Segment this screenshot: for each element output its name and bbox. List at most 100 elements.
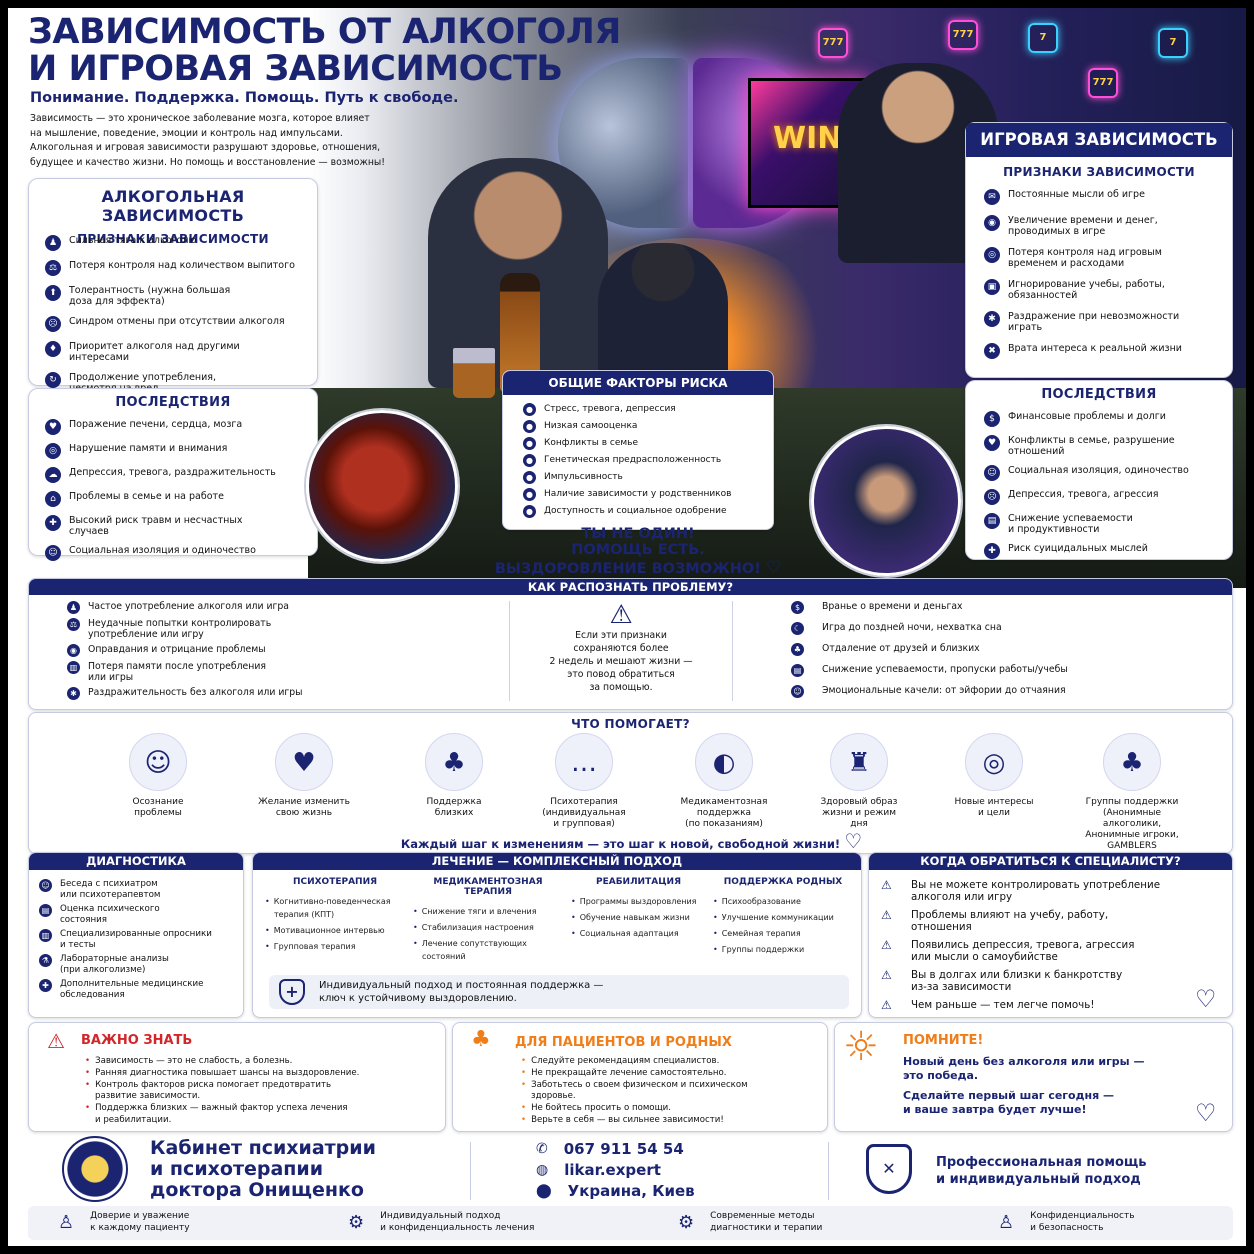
help-label-line: Психотерапия bbox=[550, 797, 618, 807]
when-item-text: Проблемы влияют на учебу, работу,отношен… bbox=[911, 909, 1108, 933]
recognize-right-item-text: Эмоциональные качели: от эйфории до отча… bbox=[822, 685, 1066, 696]
title-line: И ИГРОВАЯ ЗАВИСИМОСТЬ bbox=[28, 49, 563, 89]
recognize-left-item: ✱Раздражительность без алкоголя или игры bbox=[67, 687, 507, 700]
sign-icon: ◎ bbox=[984, 247, 1000, 263]
risk-factor-item: ●Наличие зависимости у родственников bbox=[523, 488, 771, 501]
item-line: Продолжение употребления, bbox=[69, 372, 217, 383]
treatment-item-text: Снижение тяги и влечения bbox=[421, 907, 537, 916]
gambling-sign-item: ✉Постоянные мысли об игре bbox=[984, 189, 1228, 205]
item-line: Сильная тяга к алкоголю bbox=[69, 235, 197, 246]
recognize-icon: ☺ bbox=[791, 685, 804, 698]
recognize-right-item: ▤Снижение успеваемости, пропуски работы/… bbox=[791, 664, 1221, 677]
treatment-item: •Мотивационное интервью bbox=[265, 924, 405, 937]
sign-icon: ☹ bbox=[45, 316, 61, 332]
gambling-signs-card: ИГРОВАЯ ЗАВИСИМОСТЬ ПРИЗНАКИ ЗАВИСИМОСТИ… bbox=[965, 122, 1233, 378]
clinic-site-link[interactable]: likar.expert bbox=[564, 1161, 661, 1179]
item-line: Постоянные мысли об игре bbox=[1008, 189, 1145, 200]
bullet-icon: • bbox=[713, 913, 718, 922]
recognize-icon: ♣ bbox=[791, 643, 804, 656]
note-item-text: Поддержка близких — важный фактор успеха… bbox=[95, 1103, 348, 1114]
item-line: Отдаление от друзей и близких bbox=[822, 643, 980, 654]
title-line: ЗАВИСИМОСТЬ ОТ АЛКОГОЛЯ bbox=[28, 12, 621, 52]
remember-line: это победа. bbox=[903, 1069, 979, 1082]
recognize-right-item-text: Отдаление от друзей и близких bbox=[822, 643, 980, 654]
alcohol-sign-item: ♟Сильная тяга к алкоголю bbox=[45, 235, 315, 251]
risk-factors-card: ОБЩИЕ ФАКТОРЫ РИСКА ●Стресс, тревога, де… bbox=[502, 370, 774, 530]
heart-icon: ♡ bbox=[1195, 1099, 1217, 1127]
feature-line: Индивидуальный подход bbox=[380, 1211, 501, 1221]
gambling-sign-item: ▣Игнорирование учебы, работы,обязанносте… bbox=[984, 279, 1228, 301]
recognize-icon: ♟ bbox=[67, 601, 80, 614]
gambling-signs-list: ✉Постоянные мысли об игре◉Увеличение вре… bbox=[984, 189, 1228, 369]
heart-icon: ♡ bbox=[1195, 985, 1217, 1013]
item-line: Вы в долгах или близки к банкротству bbox=[911, 969, 1123, 981]
help-label-line: и цели bbox=[978, 808, 1010, 818]
alcohol-consequence-item-text: Проблемы в семье и на работе bbox=[69, 491, 224, 502]
treatment-note-line: Индивидуальный подход и постоянная подде… bbox=[319, 980, 604, 991]
item-line: временем и расходами bbox=[1008, 258, 1125, 269]
item-line: Оценка психического bbox=[60, 904, 160, 914]
gambling-sign-item: ✖Врата интереса к реальной жизни bbox=[984, 343, 1228, 359]
recognize-warning-text: Если эти признаки сохраняются более 2 не… bbox=[510, 629, 732, 694]
when-item: ⚠Проблемы влияют на учебу, работу,отноше… bbox=[881, 909, 1191, 933]
patients-title: ДЛЯ ПАЦИЕНТОВ И РОДНЫХ bbox=[515, 1035, 732, 1050]
note-item-text: Не прекращайте лечение самостоятельно. bbox=[531, 1067, 727, 1078]
item-line: Эмоциональные качели: от эйфории до отча… bbox=[822, 685, 1066, 696]
not-alone-line: ПОМОЩЬ ЕСТЬ. bbox=[571, 542, 705, 558]
treatment-item: состояний bbox=[413, 950, 563, 963]
important-list: •Зависимость — это не слабость, а болезн… bbox=[85, 1056, 435, 1127]
recognize-card: КАК РАСПОЗНАТЬ ПРОБЛЕМУ? ♟Частое употреб… bbox=[28, 578, 1233, 710]
warning-icon: ⚠ bbox=[881, 998, 892, 1012]
clinic-logo bbox=[62, 1136, 128, 1202]
treatment-column: МЕДИКАМЕНТОЗНАЯ ТЕРАПИЯ•Снижение тяги и … bbox=[413, 877, 563, 966]
item-line: или игры bbox=[88, 672, 134, 683]
divider bbox=[828, 1142, 829, 1200]
item-line: Специализированные опросники bbox=[60, 929, 212, 939]
item-line: Дополнительные медицинские bbox=[60, 979, 204, 989]
treatment-item: •Групповая терапия bbox=[265, 940, 405, 953]
feature-line: Конфиденциальность bbox=[1030, 1211, 1135, 1221]
feature-icon: ♙ bbox=[998, 1211, 1015, 1233]
gambling-consequence-item: ☹Депрессия, тревога, агрессия bbox=[984, 489, 1228, 505]
shield-check-icon: ✕ bbox=[866, 1144, 912, 1194]
boy-figure bbox=[598, 243, 728, 393]
help-icon: ♜ bbox=[830, 733, 888, 791]
item-line: играть bbox=[1008, 322, 1043, 333]
help-label-line: Медикаментозная bbox=[680, 797, 768, 807]
warning-icon: ⚠ bbox=[881, 878, 892, 892]
recognize-left-item-text: Оправдания и отрицание проблемы bbox=[88, 644, 266, 655]
consequence-icon: ▤ bbox=[984, 513, 1000, 529]
not-alone-line: ТЫ НЕ ОДИН! bbox=[581, 526, 695, 542]
alcohol-consequence-item: ◎Нарушение памяти и внимания bbox=[45, 443, 315, 459]
shield-plus-icon: + bbox=[279, 979, 305, 1005]
gambling-consequence-item-text: Риск суицидальных мыслей bbox=[1008, 543, 1148, 554]
risk-factor-text: Доступность и социальное одобрение bbox=[544, 506, 727, 516]
treatment-note-line: ключ к устойчивому выздоровлению. bbox=[319, 993, 517, 1004]
note-item-text: Контроль факторов риска помогает предотв… bbox=[95, 1079, 332, 1090]
item-line: Нарушение памяти и внимания bbox=[69, 443, 228, 454]
help-label-line: дня bbox=[850, 819, 868, 829]
glass-icon bbox=[453, 348, 495, 398]
recognize-left-item: ◉Оправдания и отрицание проблемы bbox=[67, 644, 507, 657]
risk-icon: ● bbox=[523, 403, 536, 416]
help-label-line: Поддержка bbox=[426, 797, 482, 807]
helps-title: ЧТО ПОМОГАЕТ? bbox=[571, 717, 690, 731]
item-line: Приоритет алкоголя над другими bbox=[69, 341, 240, 352]
important-title: ВАЖНО ЗНАТЬ bbox=[81, 1033, 193, 1048]
clinic-contacts: ✆067 911 54 54 ◍likar.expert ⬤Украина, К… bbox=[536, 1139, 695, 1202]
consequence-icon: ⌂ bbox=[45, 491, 61, 507]
item-line: и тесты bbox=[60, 939, 96, 950]
clinic-phone[interactable]: 067 911 54 54 bbox=[563, 1140, 684, 1158]
intro-text: Зависимость — это хроническое заболевани… bbox=[30, 112, 385, 170]
helps-footer: Каждый шаг к изменениям — это шаг к ново… bbox=[29, 831, 1234, 851]
item-line: Поражение печени, сердца, мозга bbox=[69, 419, 243, 430]
sun-icon: ☼ bbox=[843, 1024, 879, 1070]
alcohol-title: АЛКОГОЛЬНАЯ ЗАВИСИМОСТЬ bbox=[101, 187, 245, 225]
